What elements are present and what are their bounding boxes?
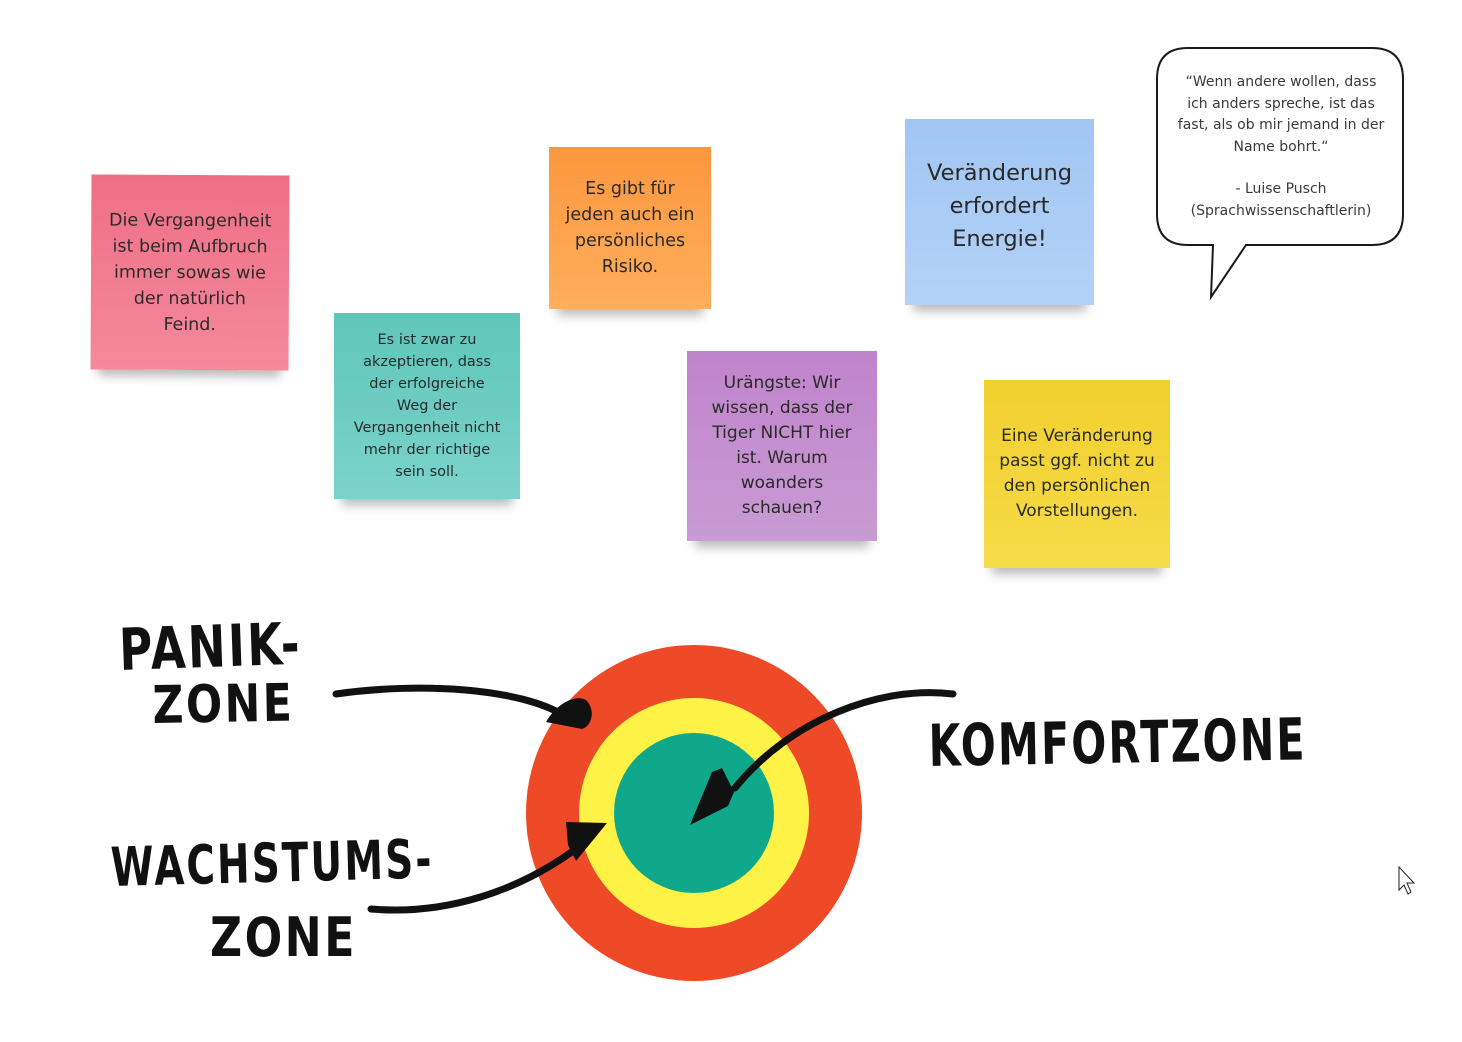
wachstum-zone-label-2: ZONE: [210, 906, 357, 969]
arrowhead-wachstum: [566, 822, 607, 861]
wachstum-zone-label: WACHSTUMS-: [110, 827, 435, 899]
speech-bubble[interactable]: [1156, 47, 1404, 301]
panik-zone-label: PANIK-: [118, 609, 303, 684]
target-diagram[interactable]: [526, 645, 862, 981]
quote-text: “Wenn andere wollen, dass ich anders spr…: [1177, 74, 1385, 219]
arrow-panik: [332, 684, 569, 720]
arrowhead-komfort: [690, 768, 734, 825]
komfort-zone-circle: [614, 733, 774, 893]
panik-zone-label-2: ZONE: [152, 673, 295, 736]
komfort-zone-label: KOMFORTZONE: [928, 705, 1308, 780]
arrow-komfort: [731, 689, 957, 792]
arrowhead-panik: [546, 698, 592, 729]
arrow-cursor-icon: [1398, 865, 1416, 895]
arrow-wachstum: [367, 834, 594, 914]
